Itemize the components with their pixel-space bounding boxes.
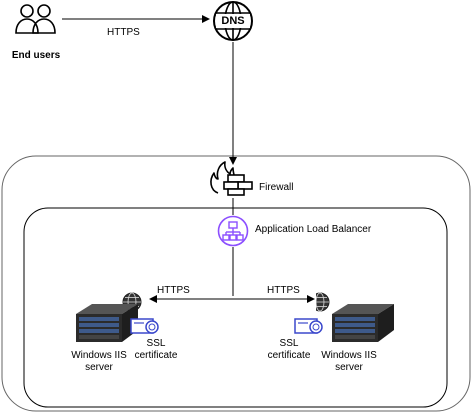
server-right-label: Windows IIS server [314,350,384,374]
server-left-label-line2: server [85,362,113,373]
server-icon [316,290,404,346]
load-balancer-icon [217,215,249,247]
edge-label-alb-right: HTTPS [267,285,300,296]
certificate-icon [294,316,324,338]
users-icon [15,2,57,36]
cert-right-label-line2: certificate [267,350,311,361]
cert-right-label: SSL certificate [266,338,312,362]
server-icon [74,290,162,346]
cert-left-label: SSL certificate [133,338,179,362]
edge-label-alb-left: HTTPS [157,285,190,296]
edge-label-users-dns: HTTPS [107,27,140,38]
firewall-label: Firewall [259,182,294,193]
dns-globe-icon [212,0,254,42]
end-users-label: End users [11,50,61,61]
certificate-icon [130,316,160,338]
cert-right-label-line1: SSL [279,338,299,349]
server-right-label-line2: server [335,362,363,373]
server-left-label: Windows IIS server [64,350,134,374]
cert-left-label-line1: SSL [146,338,166,349]
firewall-icon [208,160,254,196]
server-left-label-line1: Windows IIS [71,350,127,361]
cert-left-label-line2: certificate [134,350,178,361]
dns-label: DNS [221,15,245,27]
load-balancer-label: Application Load Balancer [255,224,372,235]
server-right-label-line1: Windows IIS [321,350,377,361]
